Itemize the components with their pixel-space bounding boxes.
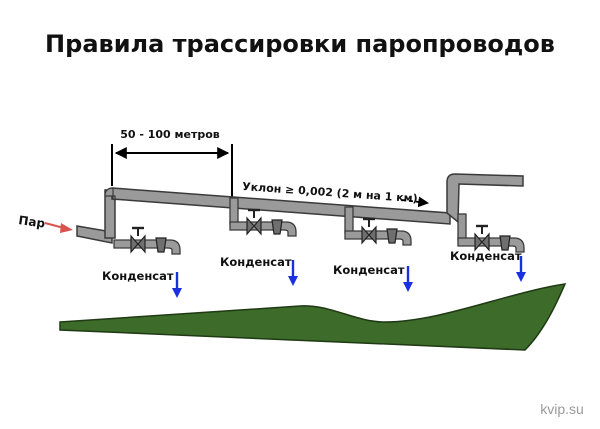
expansion-loop (446, 173, 524, 224)
valve-icon (361, 217, 377, 245)
steam-label: Пар (18, 213, 47, 231)
span-dimension (111, 144, 233, 200)
inlet-pipe (76, 225, 113, 244)
condensate-drain-3: Конденсат (333, 206, 413, 292)
drain-branch (229, 221, 297, 237)
condensate-drain-1: Конденсат (102, 226, 182, 298)
condensate-drain-2: Конденсат (220, 197, 298, 286)
drain-branch (113, 239, 181, 255)
slope-arrow (401, 196, 430, 208)
trap-body (386, 228, 398, 244)
drain-branch (344, 230, 412, 246)
steam-arrow-icon (44, 222, 73, 233)
drain-riser (344, 206, 354, 234)
trap-body (271, 219, 283, 235)
condensate-label: Конденсат (333, 263, 405, 277)
valve-icon (474, 224, 490, 252)
condensate-drain-4: Конденсат (450, 213, 526, 282)
inlet-elbow (104, 187, 116, 202)
down-arrow-icon (172, 272, 182, 298)
condensate-label: Конденсат (450, 249, 522, 263)
span-label: 50 - 100 метров (120, 128, 220, 141)
trap-body (155, 237, 167, 253)
down-arrow-icon (288, 260, 298, 286)
valve-icon (246, 208, 262, 236)
drain-riser (457, 213, 467, 241)
down-arrow-icon (516, 256, 526, 282)
down-arrow-icon (403, 266, 413, 292)
drain-riser (229, 197, 239, 225)
watermark: kvip.su (540, 401, 584, 417)
condensate-label: Конденсат (220, 255, 292, 269)
ground-terrain (59, 283, 567, 351)
diagram-title: Правила трассировки паропроводов (45, 30, 555, 58)
valve-icon (130, 226, 146, 254)
condensate-label: Конденсат (102, 269, 174, 283)
trap-body (499, 235, 511, 251)
